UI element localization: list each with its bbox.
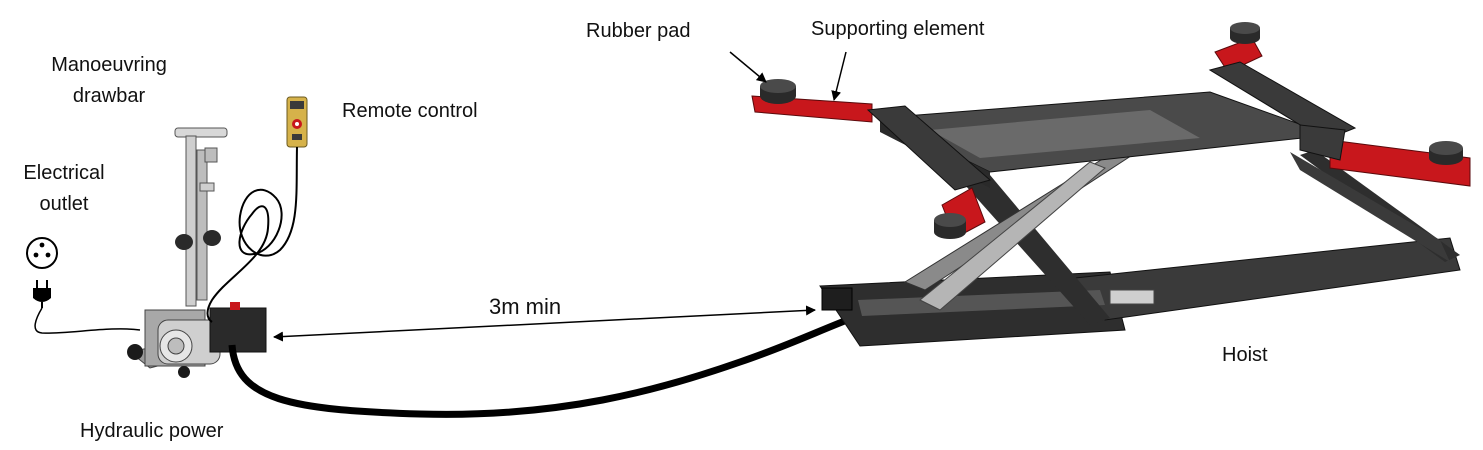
drawbar-handle bbox=[174, 127, 228, 138]
remote-control-icon bbox=[286, 96, 308, 148]
electrical-outlet-icon bbox=[26, 237, 58, 269]
hoist bbox=[751, 22, 1471, 347]
remote-control-label: Remote control bbox=[342, 100, 478, 122]
hydraulic-power-unit bbox=[127, 127, 267, 378]
rubber-pad bbox=[760, 79, 796, 104]
hoist-label: Hoist bbox=[1222, 344, 1268, 366]
hydraulic-hose bbox=[228, 311, 862, 418]
remote-cable bbox=[206, 146, 298, 323]
rubber-pad-arrow bbox=[729, 51, 767, 83]
power-plug-icon bbox=[33, 280, 51, 308]
distance-label: 3m min bbox=[489, 294, 562, 319]
supporting-element-label: Supporting element bbox=[811, 18, 985, 40]
distance-arrow bbox=[273, 305, 816, 342]
hydraulic-power-label: Hydraulic power bbox=[80, 420, 224, 442]
supporting-element-arrow bbox=[831, 51, 847, 101]
power-cable bbox=[34, 307, 141, 334]
electrical-outlet-label: Electrical outlet bbox=[23, 162, 105, 215]
drawbar-label: Manoeuvring drawbar bbox=[51, 54, 167, 107]
rubber-pad-label: Rubber pad bbox=[586, 20, 691, 42]
